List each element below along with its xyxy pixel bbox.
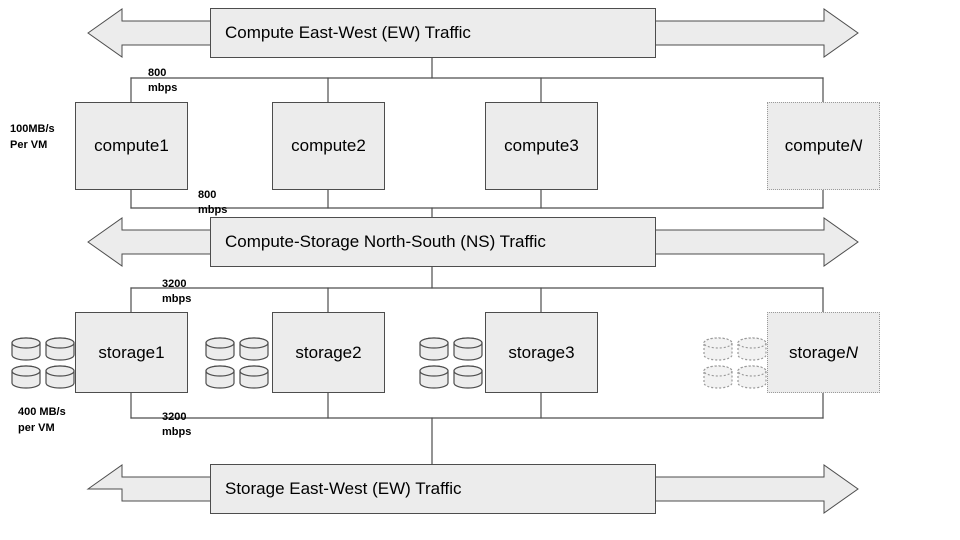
banner-compute-storage-ns: Compute-Storage North-South (NS) Traffic [210,217,656,267]
annotation-compute-down-value: 800 [198,189,217,201]
node-compute2[interactable]: compute2 [272,102,385,190]
disk-icon [11,337,41,361]
annotation-storage-up-value: 3200 [162,278,187,290]
annotation-compute-up-unit: mbps [148,82,178,94]
disk-icon [11,365,41,389]
disk-icon [453,365,483,389]
banner-compute-storage-ns-label: Compute-Storage North-South (NS) Traffic [225,232,546,251]
node-storageN-suffix: N [845,342,858,362]
annotation-storage-up-link: 3200 mbps [162,277,191,307]
label-storage-per-vm: 400 MB/s per VM [18,404,66,436]
disk-icon [239,337,269,361]
storage2-disks [205,337,269,389]
node-compute1-label: compute1 [94,136,169,155]
node-computeN-suffix: N [849,136,863,155]
storage3-disks [419,337,483,389]
label-storage-per-vm-line2: per VM [18,422,55,434]
annotation-storage-down-unit: mbps [162,426,192,438]
banner-storage-ew-label: Storage East-West (EW) Traffic [225,479,462,498]
disk-icon [419,365,449,389]
annotation-compute-down-unit: mbps [198,204,228,216]
connector-lines [130,56,824,466]
label-compute-per-vm-line1: 100MB/s [10,123,55,135]
node-storage2-label: storage2 [295,342,362,362]
disk-icon [453,337,483,361]
annotation-compute-up-value: 800 [148,67,167,79]
annotation-storage-up-unit: mbps [162,293,192,305]
node-storage1-label: storage1 [98,342,165,362]
banner-compute-ew: Compute East-West (EW) Traffic [210,8,656,58]
node-compute2-label: compute2 [291,136,366,155]
annotation-storage-down-value: 3200 [162,411,187,423]
label-storage-per-vm-line1: 400 MB/s [18,406,66,418]
node-compute3-label: compute3 [504,136,579,155]
node-computeN-label: compute [784,136,850,155]
storageN-disks [703,337,767,389]
node-storage3[interactable]: storage3 [485,312,598,393]
disk-icon [419,337,449,361]
label-compute-per-vm-line2: Per VM [10,139,48,151]
disk-icon [45,337,75,361]
disk-icon [45,365,75,389]
disk-icon [239,365,269,389]
disk-icon [737,365,767,389]
disk-icon [205,337,235,361]
annotation-compute-down-link: 800 mbps [198,188,227,218]
banner-storage-ew: Storage East-West (EW) Traffic [210,464,656,514]
node-compute1[interactable]: compute1 [75,102,188,190]
disk-icon [737,337,767,361]
annotation-storage-down-link: 3200 mbps [162,410,191,440]
node-storage3-label: storage3 [508,342,575,362]
node-storage2[interactable]: storage2 [272,312,385,393]
node-compute3[interactable]: compute3 [485,102,598,190]
annotation-compute-up-link: 800 mbps [148,66,177,96]
disk-icon [205,365,235,389]
storage1-disks [11,337,75,389]
disk-icon [703,337,733,361]
disk-clusters [11,337,767,389]
banner-compute-ew-label: Compute East-West (EW) Traffic [225,23,471,42]
label-compute-per-vm: 100MB/s Per VM [10,121,55,153]
disk-icon [703,365,733,389]
node-storage1[interactable]: storage1 [75,312,188,393]
node-storageN-label: storage [789,342,846,362]
